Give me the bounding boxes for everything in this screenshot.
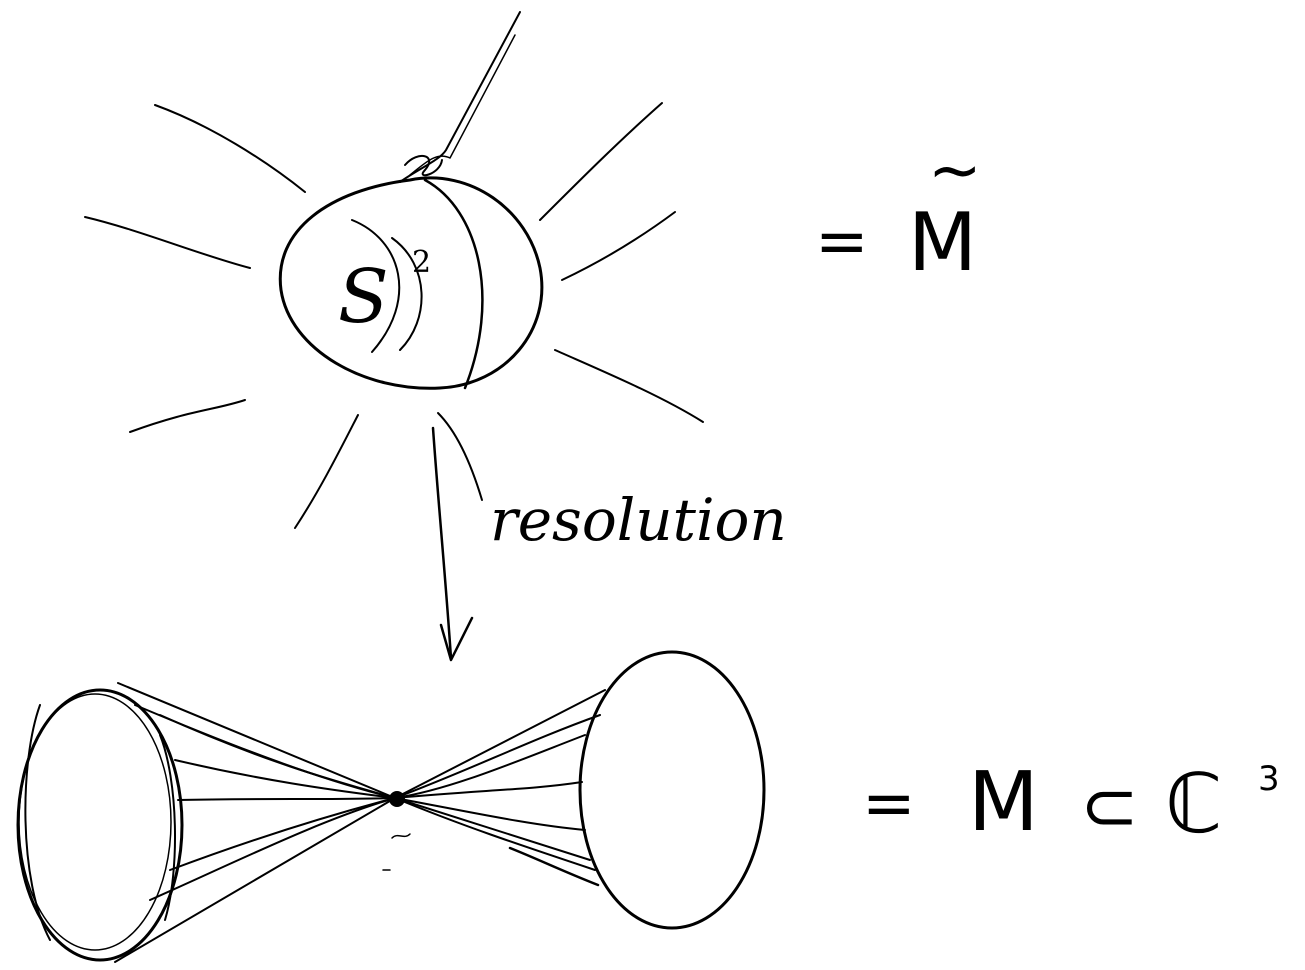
sphere-meridian	[423, 178, 484, 390]
sphere-label: S	[338, 254, 389, 340]
generator-8	[134, 704, 396, 799]
resolved-space: S 2	[84, 11, 704, 529]
fibre-rays	[84, 102, 704, 529]
sphere-inner-arc-2	[391, 237, 423, 351]
subset-symbol: ⊂	[1080, 765, 1139, 847]
pointer-line	[399, 11, 521, 183]
sphere-exponent: 2	[412, 245, 431, 280]
ray-bottom-right	[437, 412, 483, 501]
arrow-head	[439, 616, 474, 662]
top-equals: =	[815, 205, 869, 279]
right-rim-shadow	[508, 846, 600, 887]
generator-1	[117, 682, 591, 861]
top-space-symbol: M	[908, 196, 977, 289]
ray-left	[84, 216, 251, 269]
sphere-inner-arc	[351, 219, 401, 353]
pointer-scribble	[404, 155, 443, 177]
vertex-scribble	[382, 833, 411, 871]
ray-upper-left	[154, 104, 306, 193]
cone-generators	[114, 682, 606, 963]
top-equation: = M ~	[815, 134, 982, 289]
cone-left-rim-3	[24, 704, 176, 941]
cone-left-rim-2	[18, 693, 172, 951]
cone-right-rim	[578, 650, 766, 930]
tilde-mark: ~	[928, 134, 982, 208]
generator-6	[169, 797, 596, 871]
ray-lower-left	[129, 399, 246, 433]
pointer-line-2	[409, 34, 516, 176]
ambient-space-symbol: ℂ	[1165, 757, 1222, 852]
bottom-space-symbol: M	[968, 755, 1039, 850]
ambient-exponent: 3	[1258, 759, 1280, 799]
resolution-arrow: resolution	[431, 426, 787, 662]
arrow-label: resolution	[490, 486, 787, 554]
cone-vertex	[389, 791, 405, 807]
singular-cone	[16, 650, 766, 963]
generator-4	[174, 759, 583, 799]
arrow-shaft	[431, 426, 453, 660]
ray-bottom-left	[294, 414, 359, 529]
bottom-equation: = M ⊂ ℂ 3	[862, 755, 1280, 852]
exceptional-sphere	[278, 176, 544, 390]
ray-upper-right	[539, 102, 663, 221]
ray-lower-right	[554, 349, 704, 423]
generator-2	[114, 689, 606, 963]
ray-right	[561, 211, 676, 281]
cone-left-rim	[16, 688, 184, 962]
generator-7	[149, 734, 586, 901]
bottom-equals: =	[862, 767, 916, 841]
